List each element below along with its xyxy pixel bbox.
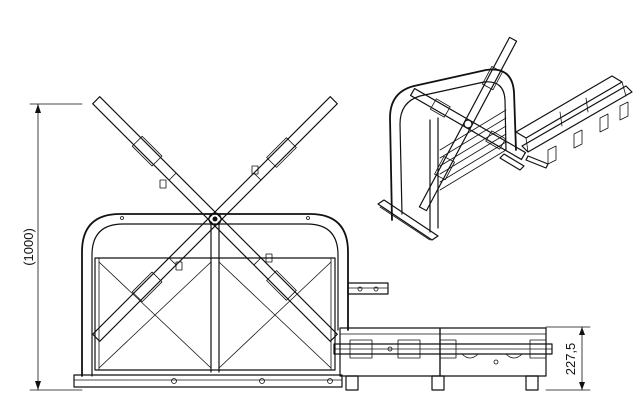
step-height-label: 227,5	[563, 343, 578, 376]
height-dimension-label: (1000)	[21, 228, 36, 266]
front-view: (1000)	[21, 96, 591, 391]
base-rail	[73, 374, 343, 388]
side-bracket	[347, 282, 389, 295]
iso-extension-rail	[515, 75, 633, 165]
main-frame	[81, 213, 349, 377]
height-dimension: (1000)	[21, 103, 83, 391]
extension-step	[333, 327, 553, 391]
cross-bars	[92, 96, 338, 342]
step-height-dimension: 227,5	[545, 326, 591, 391]
isometric-view	[377, 36, 633, 241]
